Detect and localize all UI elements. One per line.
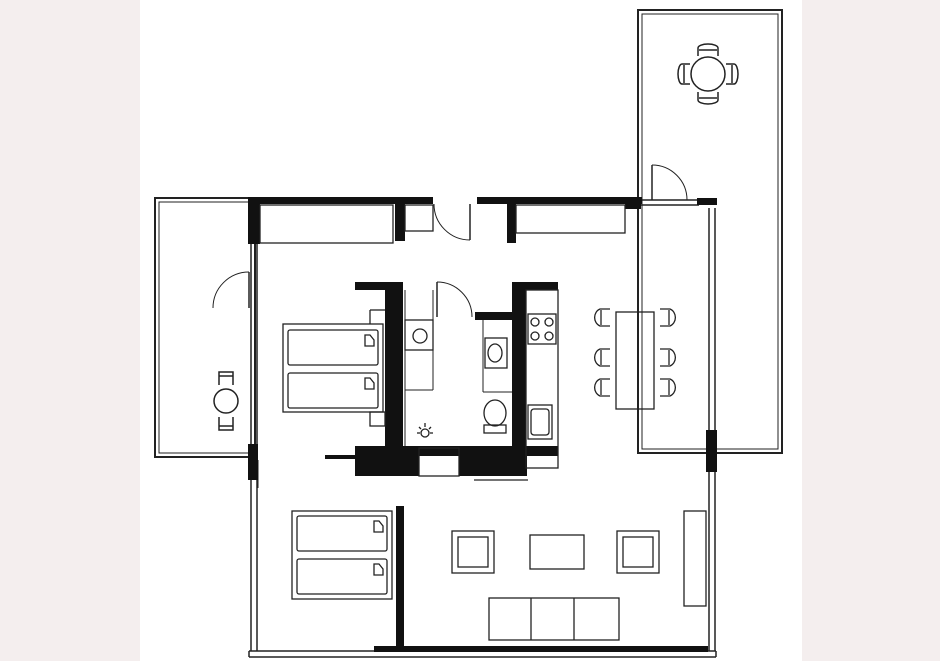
armchair-icon — [451, 530, 495, 574]
twin-bed-icon — [287, 329, 379, 366]
chair-icon — [218, 417, 234, 431]
chair-icon — [677, 63, 690, 85]
twin-bed-icon — [296, 515, 388, 552]
bistro-table-icon — [213, 371, 239, 431]
dining-area — [594, 308, 676, 410]
chair-icon — [697, 43, 719, 56]
entrance-door-icon — [433, 203, 471, 241]
sofa-icon — [488, 597, 620, 641]
balcony-door-icon — [212, 271, 250, 309]
walls — [248, 197, 717, 652]
wardrobe-icon — [259, 204, 394, 244]
bedroom-north — [282, 309, 386, 427]
armchair-icon — [616, 530, 660, 574]
twin-bed-icon — [287, 372, 379, 409]
bathroom-door-icon — [436, 281, 473, 318]
kitchen-sink-icon — [527, 404, 553, 440]
chair-icon — [660, 308, 676, 327]
paper — [140, 0, 802, 661]
kitchen-bar-icon — [418, 447, 460, 477]
chair-icon — [660, 378, 676, 397]
chair-icon — [594, 308, 610, 327]
cupboard-icon — [404, 204, 434, 232]
chair-icon — [218, 371, 234, 385]
cooktop-icon — [527, 313, 557, 345]
washing-machine-icon — [404, 319, 434, 351]
bedroom-south — [291, 510, 393, 600]
terrace-door-icon — [651, 164, 688, 201]
round-table-icon — [677, 43, 739, 105]
cupboard-icon — [515, 204, 626, 234]
chair-icon — [660, 348, 676, 367]
chair-icon — [594, 378, 610, 397]
page-margin-left — [0, 0, 140, 661]
coffee-table-icon — [529, 534, 585, 570]
chair-icon — [697, 92, 719, 105]
balcony-west — [154, 197, 256, 458]
boiler-icon — [417, 423, 433, 438]
chair-icon — [594, 348, 610, 367]
dining-table-icon — [615, 311, 655, 410]
tv-unit-icon — [683, 510, 707, 607]
toilet-icon — [483, 399, 507, 434]
kitchen-counter-icon — [525, 289, 559, 469]
chair-icon — [726, 63, 739, 85]
twin-bed-icon — [296, 558, 388, 595]
page-margin-right — [802, 0, 940, 661]
washbasin-icon — [484, 337, 508, 369]
living-area — [451, 510, 707, 641]
